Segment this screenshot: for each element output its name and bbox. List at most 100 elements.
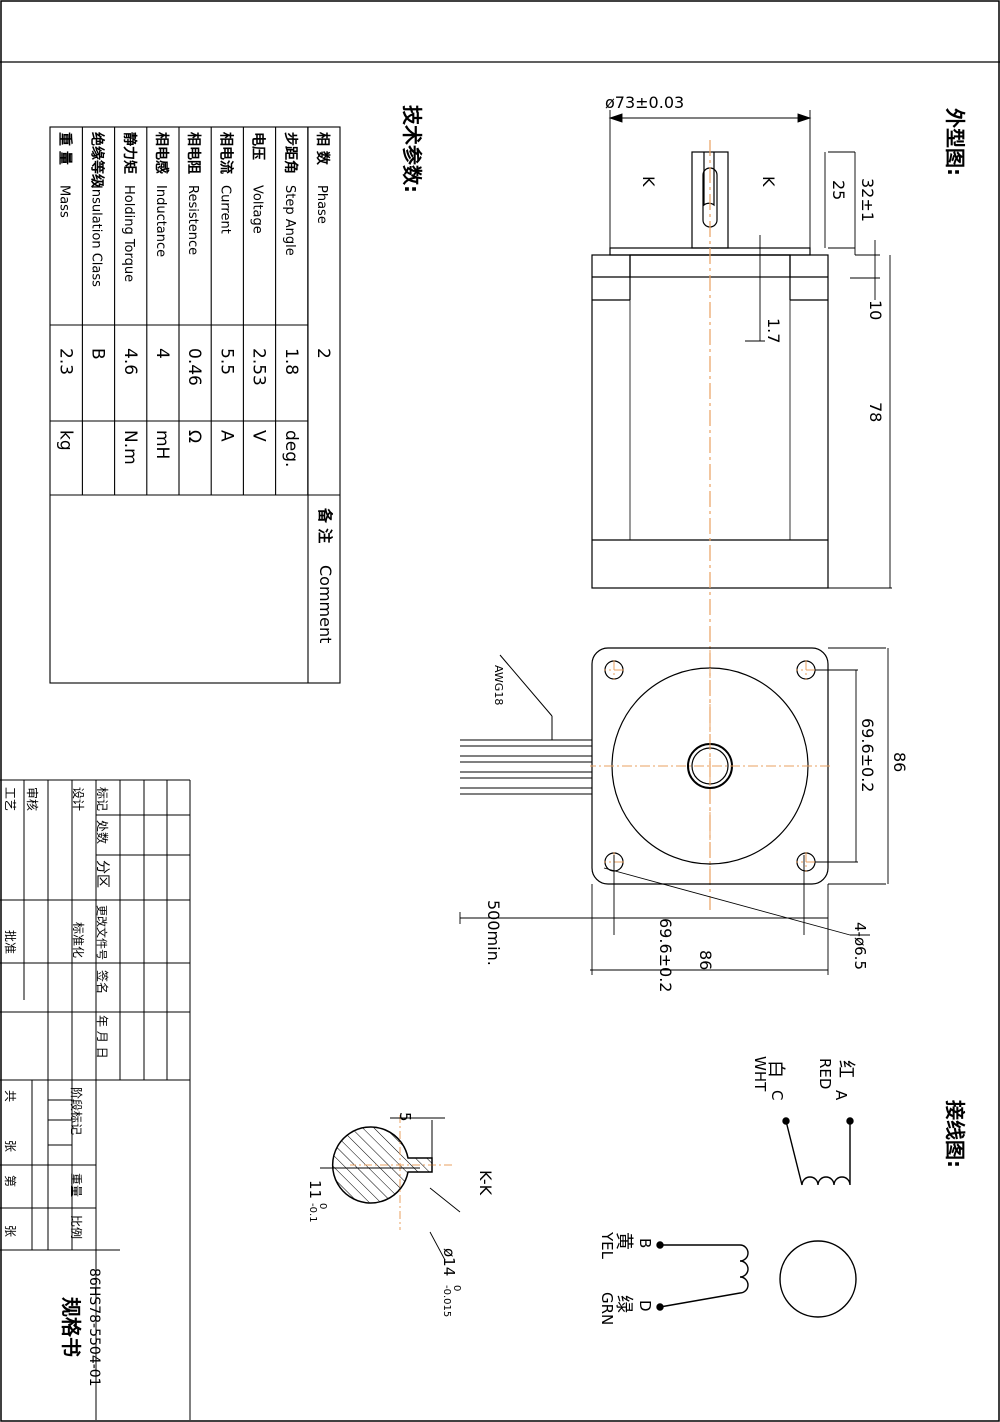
wire-c-cn: 白 bbox=[765, 1060, 786, 1078]
param-value: 5.5 bbox=[216, 348, 236, 375]
tb-sheets-unit2: 张 bbox=[3, 1225, 17, 1237]
param-value: 4 bbox=[152, 348, 172, 359]
key-depth-dim: 11 bbox=[306, 1180, 324, 1199]
comment-en: Comment bbox=[316, 565, 335, 643]
lead-wires bbox=[460, 654, 592, 795]
tb-doc-name: 规格书 bbox=[59, 1297, 83, 1357]
wire-b-en: YEL bbox=[598, 1231, 616, 1260]
dim-shaft-flange-dia: ø73±0.03 bbox=[605, 93, 684, 112]
section-mark-right: K bbox=[759, 176, 778, 187]
tb-sign: 签名 bbox=[95, 970, 110, 994]
tb-change-doc: 更改文件号 bbox=[95, 905, 109, 960]
tb-mark: 标记 bbox=[95, 787, 109, 811]
tb-scale: 比例 bbox=[69, 1215, 83, 1239]
key-depth-tol-upper: 0 bbox=[317, 1203, 328, 1209]
param-name-cn: 步距角 bbox=[282, 132, 299, 174]
key-width-dim: 5 bbox=[396, 1112, 414, 1122]
section-title: K-K bbox=[476, 1170, 495, 1196]
tb-stage-mark: 阶段标记 bbox=[69, 1087, 84, 1135]
param-name-en: Insulation Class bbox=[89, 185, 104, 287]
param-name-cn: 重 量 bbox=[56, 132, 73, 165]
end-dimensions bbox=[459, 647, 889, 975]
wiring-title: 接线图: bbox=[943, 1100, 967, 1168]
wire-a-cn: 红 bbox=[835, 1060, 856, 1078]
param-value: 4.6 bbox=[120, 348, 140, 375]
dim-25: 25 bbox=[829, 180, 848, 200]
param-value: 2.53 bbox=[249, 348, 269, 386]
dim-86-vertical: 86 bbox=[890, 752, 909, 772]
dim-10: 10 bbox=[866, 300, 885, 320]
wire-a-letter: A bbox=[832, 1090, 850, 1101]
tb-sheets-unit1: 张 bbox=[3, 1140, 17, 1152]
wire-gauge-label: AWG18 bbox=[492, 665, 505, 705]
wire-c-letter: C bbox=[768, 1090, 786, 1100]
tb-count: 处数 bbox=[95, 820, 110, 844]
wire-c-en: WHT bbox=[751, 1056, 769, 1092]
param-name-cn: 电压 bbox=[250, 132, 267, 160]
param-value: 1.8 bbox=[281, 348, 301, 375]
wire-a-en: RED bbox=[816, 1058, 834, 1089]
shaft-section bbox=[320, 1115, 461, 1261]
param-name-en: Mass bbox=[56, 185, 71, 218]
dim-69-6-vertical: 69.6±0.2 bbox=[858, 718, 877, 792]
tb-sheets-total: 共 bbox=[3, 1090, 17, 1102]
dim-86-horizontal: 86 bbox=[696, 950, 715, 970]
section-mark-left: K bbox=[639, 176, 658, 187]
wire-d-cn: 绿 bbox=[613, 1295, 634, 1313]
param-value: 2.3 bbox=[55, 348, 75, 375]
end-centerlines bbox=[590, 650, 830, 884]
param-name-en: Step Angle bbox=[282, 185, 297, 256]
param-unit: mH bbox=[152, 430, 172, 459]
param-name-cn: 静力矩 bbox=[121, 132, 138, 174]
outline-title: 外型图: bbox=[943, 108, 967, 176]
dim-32: 32±1 bbox=[858, 178, 877, 222]
param-unit: deg. bbox=[281, 430, 301, 467]
tb-standardize: 标准化 bbox=[71, 922, 85, 958]
shaft-dia-dim: ø14 bbox=[440, 1248, 458, 1276]
tb-weight: 重量 bbox=[69, 1173, 83, 1197]
key-depth-tol-lower: -0.1 bbox=[307, 1203, 318, 1223]
param-unit: A bbox=[216, 430, 236, 442]
param-unit: N.m bbox=[120, 430, 140, 465]
wire-d-letter: D bbox=[636, 1300, 654, 1312]
shaft-dia-tol-lower: -0.015 bbox=[441, 1285, 452, 1317]
tb-sheets-no: 第 bbox=[3, 1175, 17, 1187]
param-unit: V bbox=[249, 430, 269, 442]
tb-zone: 分区 bbox=[94, 860, 110, 888]
dim-78: 78 bbox=[866, 402, 885, 422]
param-name-cn: 相电感 bbox=[153, 132, 170, 174]
param-name-en: Inductance bbox=[153, 185, 168, 257]
param-name-cn: 相电流 bbox=[217, 132, 234, 174]
tb-part-no: 86HS78-5504-01 bbox=[86, 1268, 102, 1387]
dim-500-min: 500min. bbox=[484, 900, 503, 966]
side-dimensions bbox=[608, 110, 892, 589]
tb-approve: 批准 bbox=[3, 930, 18, 954]
dim-1-7: 1.7 bbox=[764, 318, 783, 343]
wire-d-en: GRN bbox=[598, 1292, 616, 1325]
param-name-cn: 相电阻 bbox=[185, 132, 202, 174]
tb-date: 年 月 日 bbox=[95, 1015, 109, 1059]
wire-b-letter: B bbox=[636, 1238, 654, 1248]
param-name-cn: 绝缘等级 bbox=[89, 132, 106, 189]
title-block bbox=[0, 779, 191, 1420]
params-title: 技术参数: bbox=[400, 105, 424, 193]
tb-review: 审核 bbox=[25, 787, 40, 811]
tb-process: 工艺 bbox=[3, 787, 17, 811]
param-unit: Ω bbox=[184, 430, 204, 443]
param-name-cn: 相 数 bbox=[314, 132, 331, 166]
param-name-en: Phase bbox=[314, 185, 329, 224]
param-value: 0.46 bbox=[184, 348, 204, 386]
param-value: 2 bbox=[313, 348, 333, 359]
mount-holes-label: 4-ø6.5 bbox=[851, 922, 869, 970]
title-block-text: 标记 处数 分区 更改文件号 签名 年 月 日 设计 标准化 审核 工艺 批准 … bbox=[3, 787, 110, 1387]
param-name-en: Holding Torque bbox=[121, 185, 136, 282]
param-value: B bbox=[88, 348, 108, 360]
comment-cn: 备 注 bbox=[316, 507, 334, 543]
wire-b-cn: 黄 bbox=[613, 1232, 634, 1250]
dim-69-6-horizontal: 69.6±0.2 bbox=[656, 918, 675, 992]
tb-design: 设计 bbox=[71, 787, 85, 811]
param-unit: kg bbox=[55, 430, 75, 451]
